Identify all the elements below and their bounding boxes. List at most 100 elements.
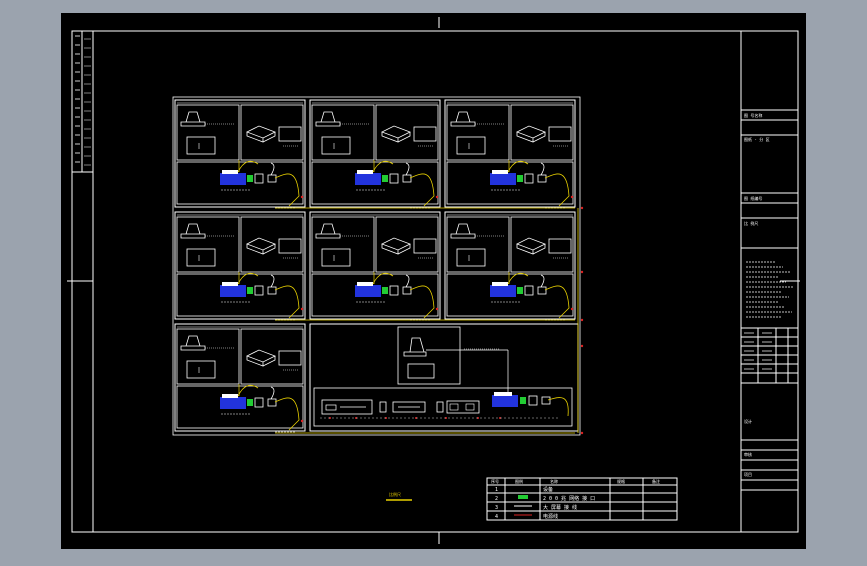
panel-border bbox=[444, 211, 576, 320]
camera-icon bbox=[315, 223, 341, 239]
codec-icon bbox=[516, 237, 546, 255]
legend-row2-num: 2 bbox=[495, 496, 498, 502]
wiring-box bbox=[311, 273, 439, 317]
equipment-box bbox=[537, 286, 547, 295]
equipment-box bbox=[267, 398, 277, 407]
power-node bbox=[580, 431, 584, 435]
panel-border bbox=[309, 211, 441, 320]
equipment-top bbox=[222, 282, 238, 286]
codec-icon bbox=[516, 125, 546, 143]
panel-border bbox=[174, 323, 306, 432]
signal-cable bbox=[372, 272, 394, 285]
drawing-sheet bbox=[61, 13, 806, 549]
equipment-green bbox=[382, 175, 388, 182]
title-block-row1: 图 号名称 bbox=[744, 112, 762, 118]
camera-box bbox=[176, 216, 240, 273]
device-box bbox=[375, 104, 439, 161]
mixer-knob bbox=[465, 403, 475, 411]
equipment-green bbox=[517, 175, 523, 182]
wiring-box bbox=[446, 273, 574, 317]
display-icon bbox=[321, 136, 351, 155]
legend-row1-name: 设备 bbox=[543, 486, 553, 493]
equipment-top bbox=[222, 394, 238, 398]
power-node bbox=[580, 270, 584, 274]
monitor-icon bbox=[278, 350, 302, 366]
power-node bbox=[300, 195, 304, 199]
equipment-blue bbox=[220, 173, 246, 185]
switch-icon bbox=[436, 401, 444, 413]
device-box bbox=[240, 104, 304, 161]
wiring-box bbox=[176, 161, 304, 205]
title-block-row6: 审核 bbox=[744, 451, 752, 457]
signal-cable bbox=[544, 173, 570, 207]
room-panel bbox=[174, 211, 306, 321]
legend-row2-name: 2 0 0 兆 网络 接 口 bbox=[543, 495, 595, 502]
signal-cable bbox=[507, 272, 529, 285]
camera-box bbox=[446, 104, 510, 161]
equipment-blue bbox=[490, 173, 516, 185]
signal-cable bbox=[540, 162, 545, 176]
legend-header-num: 序号 bbox=[491, 478, 499, 484]
monitor-icon bbox=[548, 238, 572, 254]
wiring-box bbox=[446, 161, 574, 205]
title-block-row4: 比 例尺 bbox=[744, 220, 758, 226]
display-icon bbox=[456, 248, 486, 267]
power-node bbox=[580, 344, 584, 348]
signal-cable bbox=[409, 285, 435, 319]
equipment-box bbox=[402, 174, 412, 183]
equipment-box bbox=[267, 286, 277, 295]
equipment-box bbox=[254, 173, 264, 184]
signal-cable bbox=[274, 285, 300, 319]
camera-box bbox=[176, 328, 240, 385]
equipment-box bbox=[537, 174, 547, 183]
amplifier-unit bbox=[392, 401, 426, 413]
equipment-box bbox=[267, 174, 277, 183]
equipment-green bbox=[382, 287, 388, 294]
signal-cable bbox=[372, 160, 394, 173]
device-box bbox=[375, 216, 439, 273]
equipment-top bbox=[494, 392, 512, 396]
scale-marker: 比例尺 bbox=[386, 491, 412, 501]
equipment-top bbox=[357, 170, 373, 174]
display-icon bbox=[186, 136, 216, 155]
room-panel bbox=[444, 211, 576, 321]
camera-icon bbox=[180, 111, 206, 127]
power-node bbox=[580, 318, 584, 322]
room-panel bbox=[174, 99, 306, 209]
signal-cable bbox=[405, 274, 410, 288]
device-box bbox=[240, 216, 304, 273]
camera-icon bbox=[450, 111, 476, 127]
equipment-box bbox=[389, 285, 399, 296]
title-block-row7: 项目 bbox=[744, 471, 752, 477]
signal-cable bbox=[547, 397, 569, 417]
legend-row1-num: 1 bbox=[495, 487, 498, 493]
power-node bbox=[570, 195, 574, 199]
equipment-top bbox=[222, 170, 238, 174]
wiring-box bbox=[311, 161, 439, 205]
switch-icon bbox=[379, 401, 387, 413]
mixer-unit bbox=[446, 400, 480, 414]
equipment-box bbox=[541, 396, 551, 405]
monitor-icon bbox=[278, 126, 302, 142]
equipment-blue bbox=[220, 285, 246, 297]
device-box bbox=[240, 328, 304, 385]
camera-icon bbox=[450, 223, 476, 239]
device-box bbox=[510, 104, 574, 161]
camera-box bbox=[311, 216, 375, 273]
codec-icon bbox=[246, 349, 276, 367]
codec-icon bbox=[246, 125, 276, 143]
title-block-row3: 图 纸编号 bbox=[744, 195, 762, 201]
equipment-green bbox=[517, 287, 523, 294]
title-block: 图 号名称 图纸 - 分 区 图 纸编号 比 例尺 设计 审核 项目 bbox=[740, 31, 798, 532]
power-node bbox=[580, 206, 584, 210]
camera-box bbox=[311, 104, 375, 161]
power-node bbox=[300, 419, 304, 423]
legend-row2-symbol bbox=[518, 495, 528, 499]
legend-header-spec: 规格 bbox=[617, 478, 625, 484]
equipment-green bbox=[247, 287, 253, 294]
wiring-box bbox=[176, 273, 304, 317]
display-icon bbox=[407, 363, 435, 379]
legend-header-name: 名称 bbox=[550, 478, 558, 484]
